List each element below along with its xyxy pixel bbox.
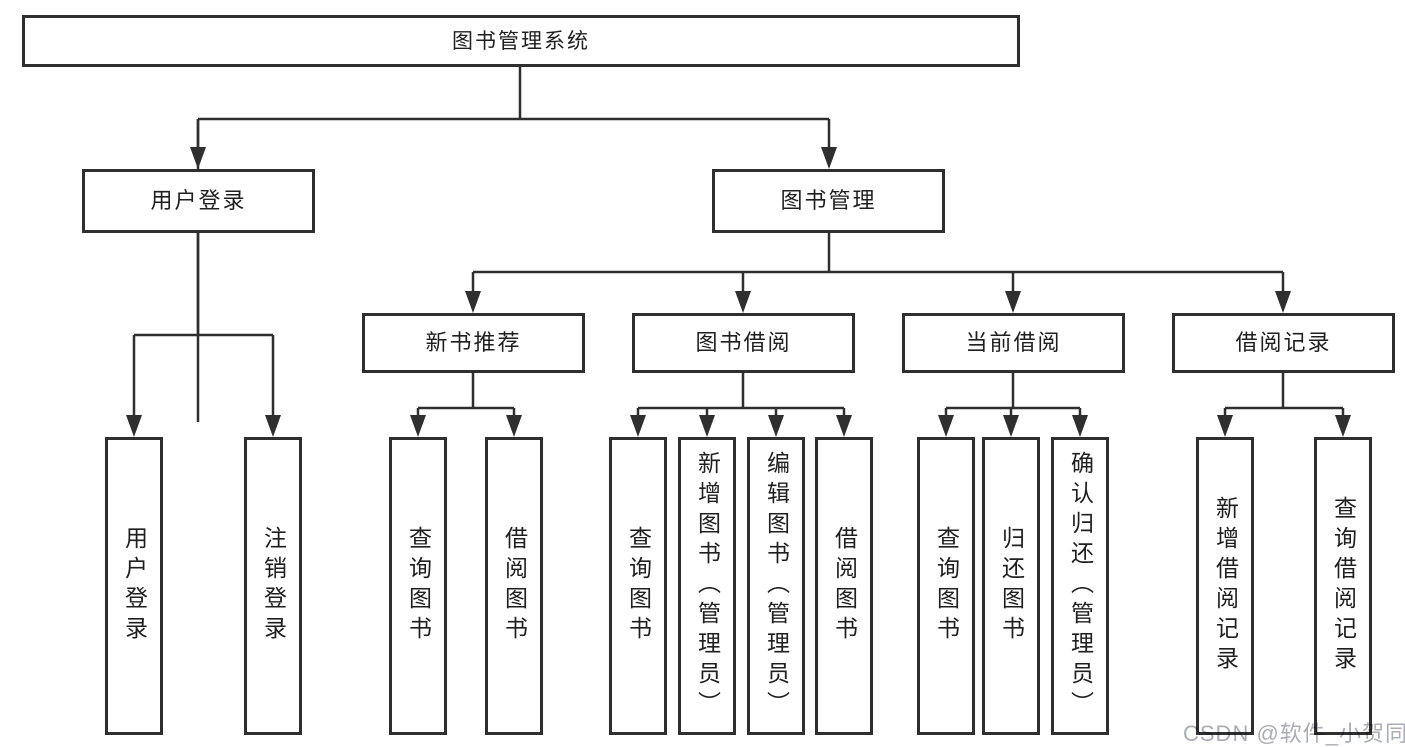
leaf-query-books-recommend: 查询图书 bbox=[389, 437, 447, 735]
leaf-add-books-admin: 新增图书（管理员） bbox=[678, 437, 736, 735]
arrowheads bbox=[126, 147, 1351, 437]
leaf-query-books-borrowing: 查询图书 bbox=[609, 437, 667, 735]
leaf-edit-books-admin: 编辑图书（管理员） bbox=[747, 437, 805, 735]
leaf-query-borrow-record: 查询借阅记录 bbox=[1314, 437, 1372, 735]
node-user-login-group: 用户登录 bbox=[82, 169, 315, 233]
connector-strokes bbox=[132, 67, 1345, 422]
csdn-watermark: CSDN @软件_小贺同学 bbox=[1183, 721, 1405, 746]
node-book-borrowing: 图书借阅 bbox=[632, 313, 855, 373]
leaf-add-borrow-record: 新增借阅记录 bbox=[1196, 437, 1254, 735]
leaf-borrow-books-borrowing: 借阅图书 bbox=[815, 437, 873, 735]
leaf-return-books: 归还图书 bbox=[982, 437, 1040, 735]
node-library-management-system: 图书管理系统 bbox=[22, 15, 1020, 67]
node-borrowing-records: 借阅记录 bbox=[1172, 313, 1395, 373]
leaf-borrow-books-recommend: 借阅图书 bbox=[485, 437, 543, 735]
leaf-confirm-return-admin: 确认归还（管理员） bbox=[1051, 437, 1109, 735]
node-book-management-group: 图书管理 bbox=[712, 169, 945, 233]
node-new-book-recommendation: 新书推荐 bbox=[362, 313, 585, 373]
leaf-logout: 注销登录 bbox=[244, 437, 302, 735]
leaf-user-login: 用户登录 bbox=[105, 437, 163, 735]
node-current-borrowing: 当前借阅 bbox=[902, 313, 1125, 373]
leaf-query-books-current: 查询图书 bbox=[917, 437, 975, 735]
